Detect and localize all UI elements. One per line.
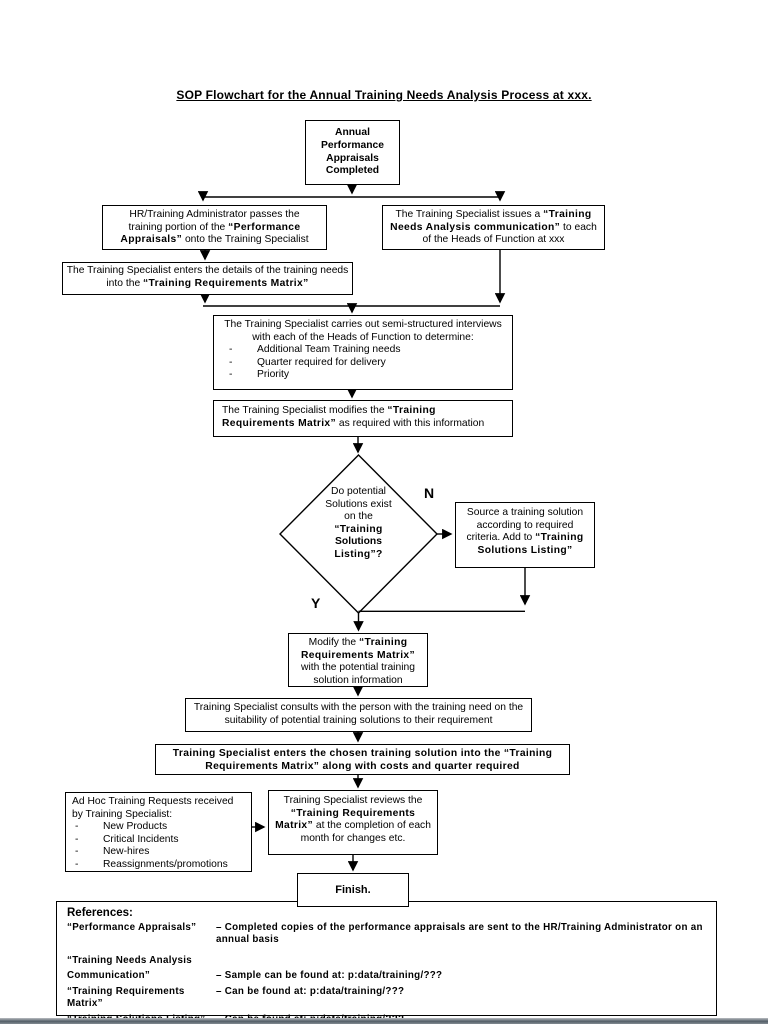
flow-node-modify-with-solution: Modify the “Training Requirements Matrix… [288, 633, 428, 687]
reference-description: – Completed copies of the performance ap… [216, 921, 703, 946]
flow-node-modifies-matrix: The Training Specialist modifies the “Tr… [213, 400, 513, 437]
flow-node-interviews: The Training Specialist carries out semi… [213, 315, 513, 390]
reference-description: – Can be found at: p:data/training/??? [216, 985, 405, 997]
flow-node-issues-communication: The Training Specialist issues a “Traini… [382, 205, 605, 250]
reference-description [216, 955, 706, 968]
viewer-bottom-bar [0, 1018, 768, 1024]
reference-row: “Training Needs Analysis [67, 955, 706, 968]
list-item: -Priority [229, 369, 290, 381]
list-item: -Quarter required for delivery [229, 356, 386, 368]
branch-label-yes: Y [311, 595, 321, 611]
reference-description: – Sample can be found at: p:data/trainin… [216, 970, 443, 982]
flow-node-adhoc-list: -New Products-Critical Incidents-New-hir… [66, 821, 251, 871]
references-box: References: “Performance Appraisals” – Co… [56, 901, 717, 1024]
flow-node-interviews-list: -Additional Team Training needs-Quarter … [220, 344, 506, 382]
flow-node-hr-admin-passes: HR/Training Administrator passes the tra… [102, 205, 327, 250]
reference-row: Communication” – Sample can be found at: … [67, 970, 706, 983]
flow-node-interviews-intro: The Training Specialist carries out semi… [224, 319, 502, 343]
list-item: -Additional Team Training needs [229, 344, 401, 356]
flow-node-start: Annual Performance Appraisals Completed [305, 120, 400, 185]
finish-label: Finish. [335, 883, 371, 896]
flow-node-adhoc-intro: Ad Hoc Training Requests received by Tra… [72, 796, 234, 820]
list-item: -Reassignments/promotions [75, 858, 228, 870]
flow-node-consults-person: Training Specialist consults with the pe… [185, 698, 532, 732]
flow-node-enters-details: The Training Specialist enters the detai… [62, 262, 353, 295]
branch-label-no: N [424, 485, 435, 501]
list-item: -Critical Incidents [75, 833, 179, 845]
flow-node-finish: Finish. [297, 873, 409, 907]
flow-node-adhoc-requests: Ad Hoc Training Requests received by Tra… [65, 792, 252, 872]
reference-term: Communication” [67, 970, 151, 982]
flow-node-enters-chosen-solution: Training Specialist enters the chosen tr… [155, 744, 570, 775]
reference-term: “Training Requirements Matrix” [67, 985, 185, 1010]
flow-node-start-text: Annual Performance Appraisals Completed [321, 127, 384, 177]
page-title: SOP Flowchart for the Annual Training Ne… [176, 88, 592, 102]
flow-node-reviews-matrix: Training Specialist reviews the “Trainin… [268, 790, 438, 855]
list-item: -New Products [75, 821, 168, 833]
references-rows: “Performance Appraisals” – Completed copi… [67, 922, 706, 1024]
references-heading: References: [67, 907, 133, 919]
reference-row: “Training Requirements Matrix” – Can be f… [67, 986, 706, 1011]
reference-row: “Performance Appraisals” – Completed copi… [67, 922, 706, 947]
list-item: -New-hires [75, 846, 150, 858]
flow-node-source-solution: Source a training solution according to … [455, 502, 595, 568]
reference-term: “Performance Appraisals” [67, 921, 197, 933]
reference-term: “Training Needs Analysis [67, 954, 192, 966]
